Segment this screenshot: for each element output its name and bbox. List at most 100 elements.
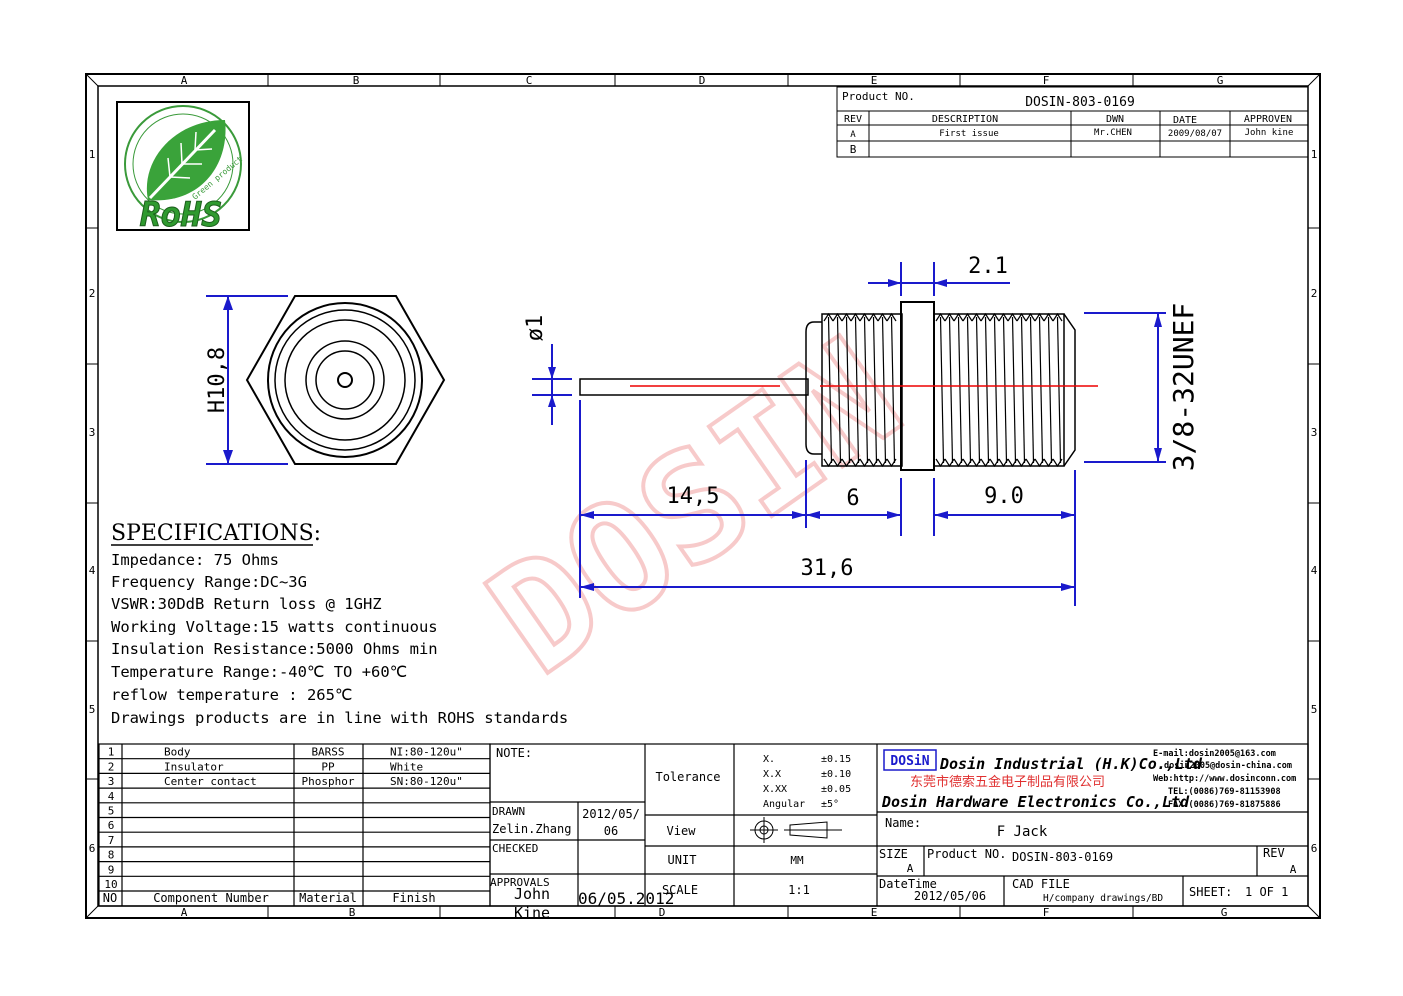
bom-cell-no: 9 bbox=[108, 863, 115, 876]
approvals-label: APPROVALS bbox=[490, 876, 550, 889]
scale-value: 1:1 bbox=[788, 883, 810, 897]
thread-line bbox=[854, 316, 860, 464]
dim-overall: 31,6 bbox=[801, 556, 854, 581]
thread-crest bbox=[953, 312, 964, 322]
rev-cell: First issue bbox=[939, 129, 999, 139]
thread-crest bbox=[832, 312, 843, 322]
drawn-date: 2012/05/ bbox=[582, 807, 640, 821]
thread-crest bbox=[998, 312, 1009, 322]
thread-line bbox=[1029, 316, 1035, 464]
thread-crest bbox=[1007, 312, 1018, 322]
approver: Kine bbox=[514, 904, 550, 922]
thread-line bbox=[836, 316, 842, 464]
dim-hex-height: H10,8 bbox=[205, 347, 230, 413]
tol-val: ±0.10 bbox=[821, 769, 851, 780]
thread-crest bbox=[1025, 312, 1036, 322]
thread-line bbox=[939, 316, 945, 464]
drawn-label: DRAWN bbox=[492, 805, 525, 818]
contact-line: TEL:(0086)769-81153908 bbox=[1168, 787, 1281, 797]
thread-crest bbox=[841, 312, 852, 322]
dimension-lines bbox=[532, 262, 1166, 606]
col-label: E bbox=[871, 74, 878, 87]
bom-footer-component: Component Number bbox=[153, 891, 269, 905]
col-label: G bbox=[1217, 74, 1224, 87]
col-label: A bbox=[181, 74, 188, 87]
thread-line bbox=[984, 316, 990, 464]
thread-crest bbox=[850, 312, 861, 322]
thread-line bbox=[1020, 316, 1026, 464]
row-label: 5 bbox=[1311, 703, 1318, 716]
thread-crest bbox=[877, 312, 888, 322]
rev-cell: 2009/08/07 bbox=[1168, 129, 1222, 139]
tolerance-label: Tolerance bbox=[655, 770, 720, 784]
thread-crest bbox=[823, 312, 834, 322]
rev-label: REV bbox=[1263, 846, 1285, 860]
spec-line: Temperature Range:-40℃ TO +60℃ bbox=[111, 663, 407, 681]
bom-footer-finish: Finish bbox=[392, 891, 435, 905]
bom-cell-finish: SN:80-120u" bbox=[390, 775, 463, 788]
tol-val: ±0.05 bbox=[821, 784, 851, 795]
bom-cell-material: BARSS bbox=[311, 746, 344, 759]
company-cn: 东莞市德索五金电子制品有限公司 bbox=[910, 774, 1105, 790]
col-label: B bbox=[349, 906, 356, 919]
rev-value: A bbox=[1290, 863, 1297, 876]
col-label: F bbox=[1043, 74, 1050, 87]
contact-line: FAX:(0086)769-81875886 bbox=[1168, 800, 1281, 810]
dim-thread: 3/8-32UNEF bbox=[1167, 303, 1200, 472]
bom-cell-component: Center contact bbox=[164, 775, 257, 788]
rev-cell: Mr.CHEN bbox=[1094, 128, 1132, 138]
rev-cell: John kine bbox=[1245, 128, 1294, 138]
row-label: 3 bbox=[89, 426, 96, 439]
col-label: A bbox=[181, 906, 188, 919]
thread-line bbox=[863, 316, 869, 464]
thread-crest bbox=[962, 312, 973, 322]
thread-line bbox=[1002, 316, 1008, 464]
row-label: 4 bbox=[89, 564, 96, 577]
dim-body-rear: 9.0 bbox=[984, 484, 1024, 509]
approval-date: 06/05.2012 bbox=[578, 889, 674, 908]
col-label: E bbox=[871, 906, 878, 919]
dosin-badge-text: DOSiN bbox=[890, 754, 929, 769]
thread-crest bbox=[886, 312, 897, 322]
product-value: DOSIN-803-0169 bbox=[1012, 850, 1113, 864]
thread-line bbox=[1047, 316, 1053, 464]
scale-label: SCALE bbox=[662, 883, 698, 897]
thread-line bbox=[993, 316, 999, 464]
thread-crest bbox=[859, 312, 870, 322]
bom-cell-no: 5 bbox=[108, 805, 115, 818]
thread-line bbox=[975, 316, 981, 464]
side-view bbox=[579, 301, 1076, 471]
rev-product-no: DOSIN-803-0169 bbox=[1025, 95, 1135, 110]
bom-cell-material: PP bbox=[321, 760, 335, 773]
row-label: 2 bbox=[1311, 287, 1318, 300]
bom-cell-component: Body bbox=[164, 746, 191, 759]
drawn-by: Zelin.Zhang bbox=[492, 822, 571, 836]
view-label: View bbox=[667, 824, 697, 838]
drawn-date: 06 bbox=[604, 824, 618, 838]
rev-header: DATE bbox=[1173, 115, 1197, 126]
thread-line bbox=[948, 316, 954, 464]
row-label: 6 bbox=[89, 842, 96, 855]
datetime-value: 2012/05/06 bbox=[914, 889, 986, 903]
col-label: B bbox=[353, 74, 360, 87]
dim-flange: 2.1 bbox=[968, 254, 1008, 279]
thread-crest bbox=[1052, 312, 1063, 322]
spec-line: Insulation Resistance:5000 Ohms min bbox=[111, 640, 438, 658]
unit-label: UNIT bbox=[668, 853, 697, 867]
rohs-logo: Green product RoHS bbox=[116, 101, 250, 236]
company-hw: Dosin Hardware Electronics Co.,Ltd bbox=[881, 793, 1190, 811]
bom-cell-no: 4 bbox=[108, 790, 115, 803]
bom-cell-finish: NI:80-120u" bbox=[390, 746, 463, 759]
tol-key: X.X bbox=[763, 769, 781, 780]
bom-cell-no: 3 bbox=[108, 775, 115, 788]
cad-label: CAD FILE bbox=[1012, 877, 1070, 891]
spec-line: Drawings products are in line with ROHS … bbox=[111, 709, 568, 727]
spec-line: Working Voltage:15 watts continuous bbox=[111, 618, 438, 636]
dim-pin-len: 14,5 bbox=[667, 484, 720, 509]
tol-key: Angular bbox=[763, 799, 805, 810]
frame-labels: A B C D E F G A B D E F G 1 2 3 4 5 6 1 … bbox=[89, 74, 1318, 919]
product-label: Product NO. bbox=[927, 847, 1006, 861]
size-value: A bbox=[907, 862, 914, 875]
thread-line bbox=[1011, 316, 1017, 464]
